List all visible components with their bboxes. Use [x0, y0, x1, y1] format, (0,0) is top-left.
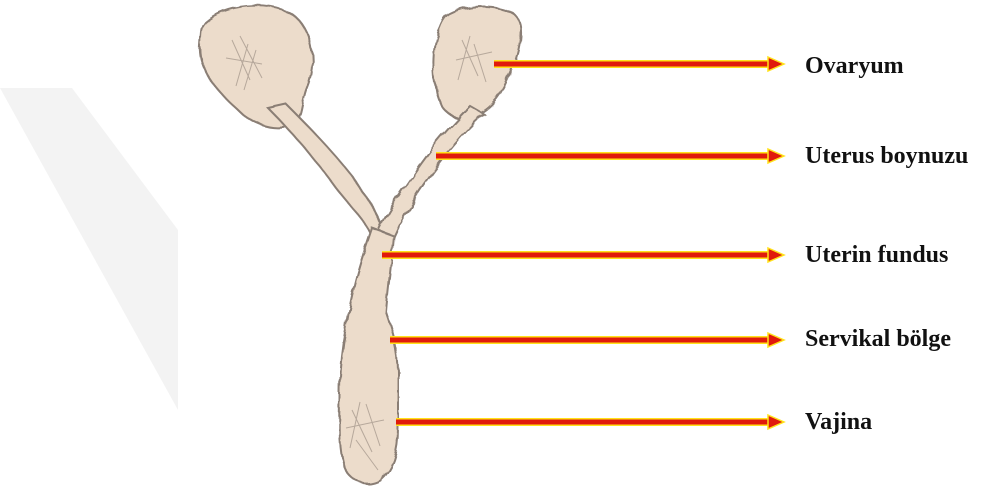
label-uterin-fundus: Uterin fundus: [805, 243, 948, 267]
left-horn-shape: [268, 104, 384, 240]
pointer-arrows: [382, 57, 784, 429]
label-servikal-bolge: Servikal bölge: [805, 327, 951, 351]
arrow-uterin-fundus: [382, 248, 784, 262]
label-vajina: Vajina: [805, 410, 872, 434]
label-uterus-boynuzu: Uterus boynuzu: [805, 144, 968, 168]
arrow-servikal-bolge: [390, 333, 784, 347]
arrow-uterus-boynuzu: [436, 149, 784, 163]
arrow-vajina: [396, 415, 784, 429]
right-horn-shape: [378, 106, 484, 242]
watermark-chevron: [0, 88, 178, 410]
label-ovaryum: Ovaryum: [805, 54, 904, 78]
arrow-ovaryum: [494, 57, 784, 71]
